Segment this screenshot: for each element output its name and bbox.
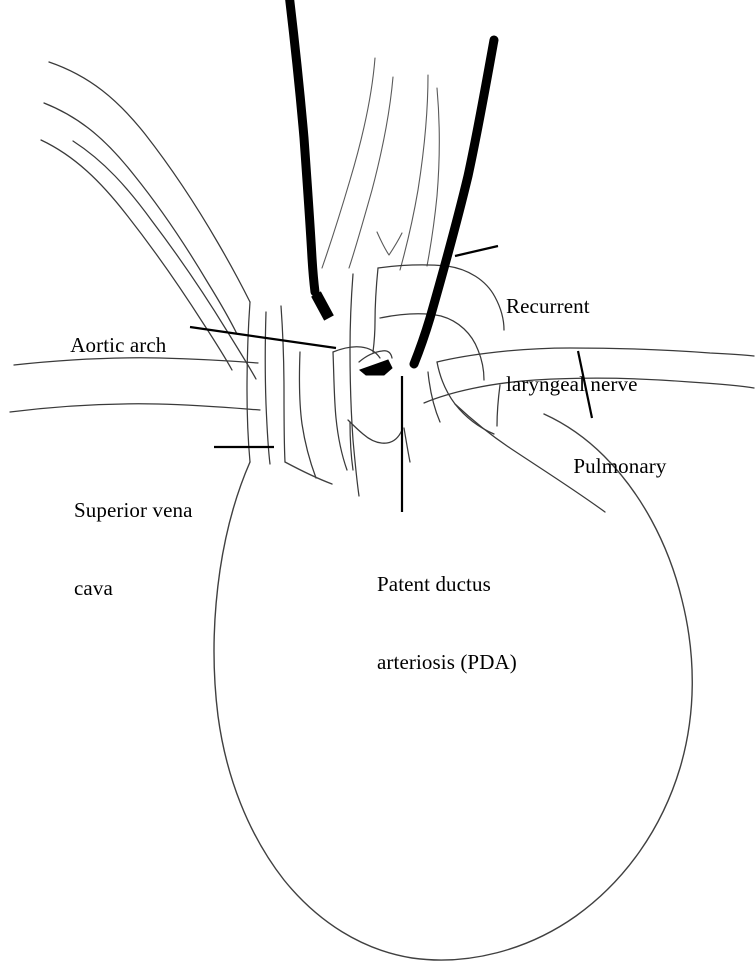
- label-svc-line-2: cava: [74, 576, 113, 600]
- brachiocephalic-vessel-4: [72, 140, 257, 380]
- leader-aortic-arch: [189, 325, 337, 350]
- heart-body-group: [213, 413, 693, 961]
- leader-lines-group: [189, 244, 594, 512]
- pulmonary-valve-fold-b: [496, 384, 501, 427]
- mid-vessel-left: [298, 351, 317, 479]
- label-superior-vena-cava: Superior vena cava: [74, 445, 193, 653]
- svc-right-wall: [280, 305, 286, 463]
- label-recurrent-laryngeal-nerve: Recurrent laryngeal nerve: [506, 241, 638, 449]
- superior-vena-cava-group: [246, 301, 286, 465]
- heart-outline: [213, 413, 693, 961]
- recurrent-laryngeal-nerve-right: [409, 35, 499, 369]
- label-aortic-arch-text: Aortic arch: [70, 333, 167, 357]
- mid-vessel-branch-stem: [349, 421, 354, 471]
- pulmonary-artery-group: [423, 347, 755, 513]
- aortic-arch-inner-edge: [379, 313, 485, 381]
- aortic-arch-group: [332, 264, 505, 497]
- great-vessel-right-inner: [426, 87, 440, 267]
- label-svc-line-1: Superior vena: [74, 498, 193, 522]
- patent-ductus-arteriosis-group: [358, 350, 393, 376]
- pda-outline-upper: [358, 350, 393, 363]
- leader-pulmonary: [576, 350, 594, 419]
- great-vessel-right-outer: [399, 74, 429, 271]
- descending-aorta-lower-border: [9, 403, 261, 413]
- descending-aorta-upper-border: [13, 357, 259, 366]
- pulmonary-trunk-left-wall: [427, 371, 441, 423]
- recurrent-laryngeal-nerve-left-tip: [311, 291, 334, 321]
- pulmonary-artery-upper-border: [436, 347, 755, 363]
- label-recurrent-line-1: Recurrent: [506, 294, 590, 318]
- nerve-group: [285, 0, 499, 369]
- label-pda-line-1: Patent ductus: [377, 572, 491, 596]
- recurrent-laryngeal-nerve-left: [285, 0, 320, 297]
- ascending-aorta-fold: [372, 267, 379, 353]
- great-vessel-notch: [376, 231, 403, 256]
- ascending-aorta-left-wall: [349, 273, 360, 497]
- label-pulmonary-text: Pulmonary: [573, 454, 667, 478]
- descending-aorta-group: [9, 357, 261, 413]
- mid-vessel-group: [298, 351, 411, 479]
- label-pda-line-2: arteriosis (PDA): [377, 650, 517, 674]
- brachiocephalic-vessel-2: [43, 102, 238, 335]
- brachiocephalic-vessel-1: [48, 61, 251, 303]
- heart-left-atrial-border: [284, 461, 333, 485]
- pda-black-wedge: [359, 359, 393, 376]
- label-aortic-arch: Aortic arch: [50, 306, 166, 384]
- label-recurrent-line-2: laryngeal nerve: [506, 372, 638, 396]
- mid-vessel-branch-right: [403, 427, 411, 463]
- mid-vessel-right: [332, 351, 348, 471]
- leader-recurrent-laryngeal: [454, 244, 499, 258]
- brachiocephalic-vessel-3: [40, 139, 233, 371]
- svc-inner-fold: [264, 311, 271, 465]
- label-pulmonary-artery: Pulmonary: [552, 427, 666, 505]
- svc-left-wall: [246, 301, 251, 463]
- aortic-arch-top-edge: [377, 264, 505, 331]
- pulmonary-valve-fold-a: [436, 361, 495, 435]
- great-vessel-left-outer: [321, 57, 376, 269]
- aortic-arch-junction: [332, 346, 381, 359]
- label-patent-ductus-arteriosis: Patent ductus arteriosis (PDA): [377, 519, 517, 727]
- great-vessel-outlines: [321, 57, 440, 271]
- great-vessel-left-inner: [348, 76, 394, 269]
- brachiocephalic-vessels-group: [40, 61, 257, 380]
- mid-vessel-branch-left: [347, 419, 403, 444]
- pulmonary-artery-lower-border: [423, 377, 755, 404]
- pulmonary-conus-border: [454, 403, 606, 513]
